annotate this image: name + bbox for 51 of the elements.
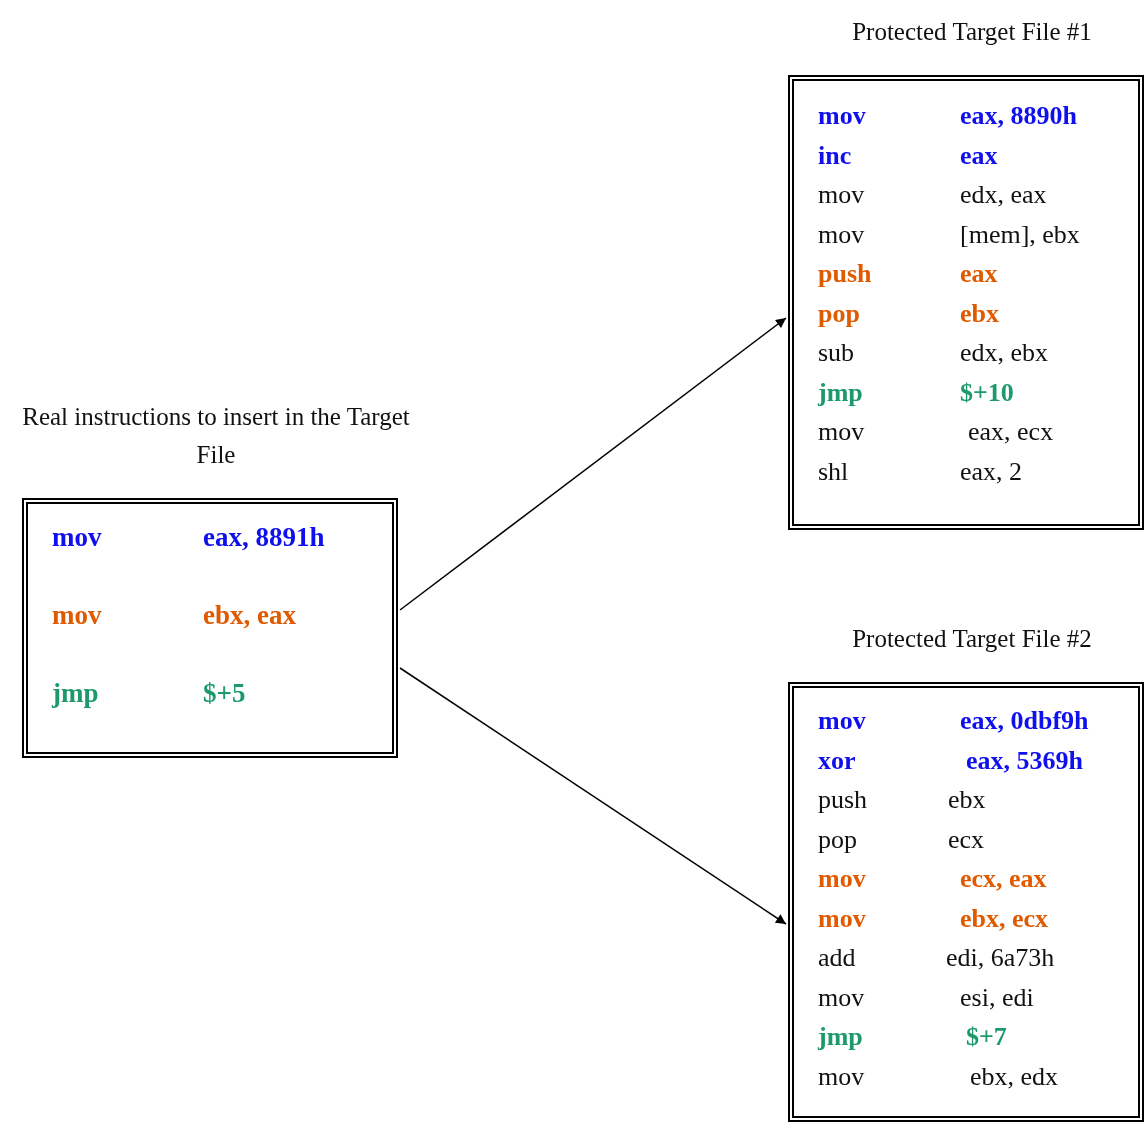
- instruction-mnemonic: mov: [818, 221, 865, 248]
- instruction-operand: $+10: [960, 379, 1014, 406]
- instruction-mnemonic: mov: [818, 182, 865, 208]
- instruction-operand: $+5: [203, 680, 246, 707]
- box-heading: Real instructions to insert in the Target File: [21, 402, 411, 470]
- instruction-mnemonic: sub: [818, 340, 855, 366]
- arrow: [399, 667, 787, 925]
- instruction-operand: eax, 8891h: [203, 524, 325, 551]
- instruction-mnemonic: mov: [818, 984, 865, 1011]
- instruction-mnemonic: mov: [52, 602, 102, 629]
- instruction-operand: edx, eax: [960, 182, 1047, 208]
- instruction-operand: $+7: [966, 1024, 1007, 1050]
- instruction-operand: ebx: [948, 787, 986, 813]
- instruction-mnemonic: mov: [52, 524, 102, 551]
- instruction-mnemonic: pop: [818, 300, 860, 327]
- instruction-operand: ebx: [960, 300, 999, 327]
- instruction-operand: eax, 2: [960, 458, 1023, 485]
- instruction-mnemonic: mov: [818, 708, 866, 734]
- instruction-operand: ecx: [948, 826, 985, 853]
- instruction-operand: ecx, eax: [960, 866, 1047, 892]
- instruction-operand: edi, 6a73h: [946, 945, 1055, 971]
- instruction-operand: [mem], ebx: [960, 221, 1080, 248]
- instruction-operand: eax: [960, 142, 998, 169]
- instruction-mnemonic: mov: [818, 419, 865, 445]
- instruction-mnemonic: push: [818, 787, 868, 813]
- instruction-mnemonic: add: [818, 945, 856, 971]
- instruction-operand: eax, 0dbf9h: [960, 708, 1089, 734]
- instruction-mnemonic: mov: [818, 866, 866, 892]
- instruction-mnemonic: jmp: [818, 1024, 863, 1050]
- box-heading: Protected Target File #1: [851, 17, 1093, 47]
- instruction-operand: edx, ebx: [960, 340, 1049, 366]
- instruction-mnemonic: xor: [818, 747, 856, 774]
- instruction-operand: eax, 5369h: [966, 747, 1083, 774]
- instruction-mnemonic: mov: [818, 1063, 865, 1090]
- instruction-operand: ebx, ecx: [960, 905, 1049, 932]
- instruction-mnemonic: jmp: [818, 379, 863, 406]
- instruction-operand: ebx, edx: [970, 1063, 1059, 1090]
- instruction-mnemonic: pop: [818, 826, 857, 853]
- box-heading: Protected Target File #2: [851, 624, 1093, 654]
- instruction-mnemonic: inc: [818, 142, 852, 169]
- instruction-mnemonic: jmp: [52, 680, 99, 707]
- instruction-operand: eax, ecx: [968, 419, 1054, 445]
- instruction-mnemonic: mov: [818, 905, 866, 932]
- instruction-mnemonic: mov: [818, 103, 866, 129]
- instruction-operand: eax, 8890h: [960, 103, 1077, 129]
- arrow: [399, 317, 787, 611]
- instruction-mnemonic: shl: [818, 458, 849, 485]
- instruction-mnemonic: push: [818, 261, 872, 287]
- instruction-operand: ebx, eax: [203, 602, 296, 629]
- instruction-operand: eax: [960, 261, 998, 287]
- instruction-operand: esi, edi: [960, 984, 1034, 1011]
